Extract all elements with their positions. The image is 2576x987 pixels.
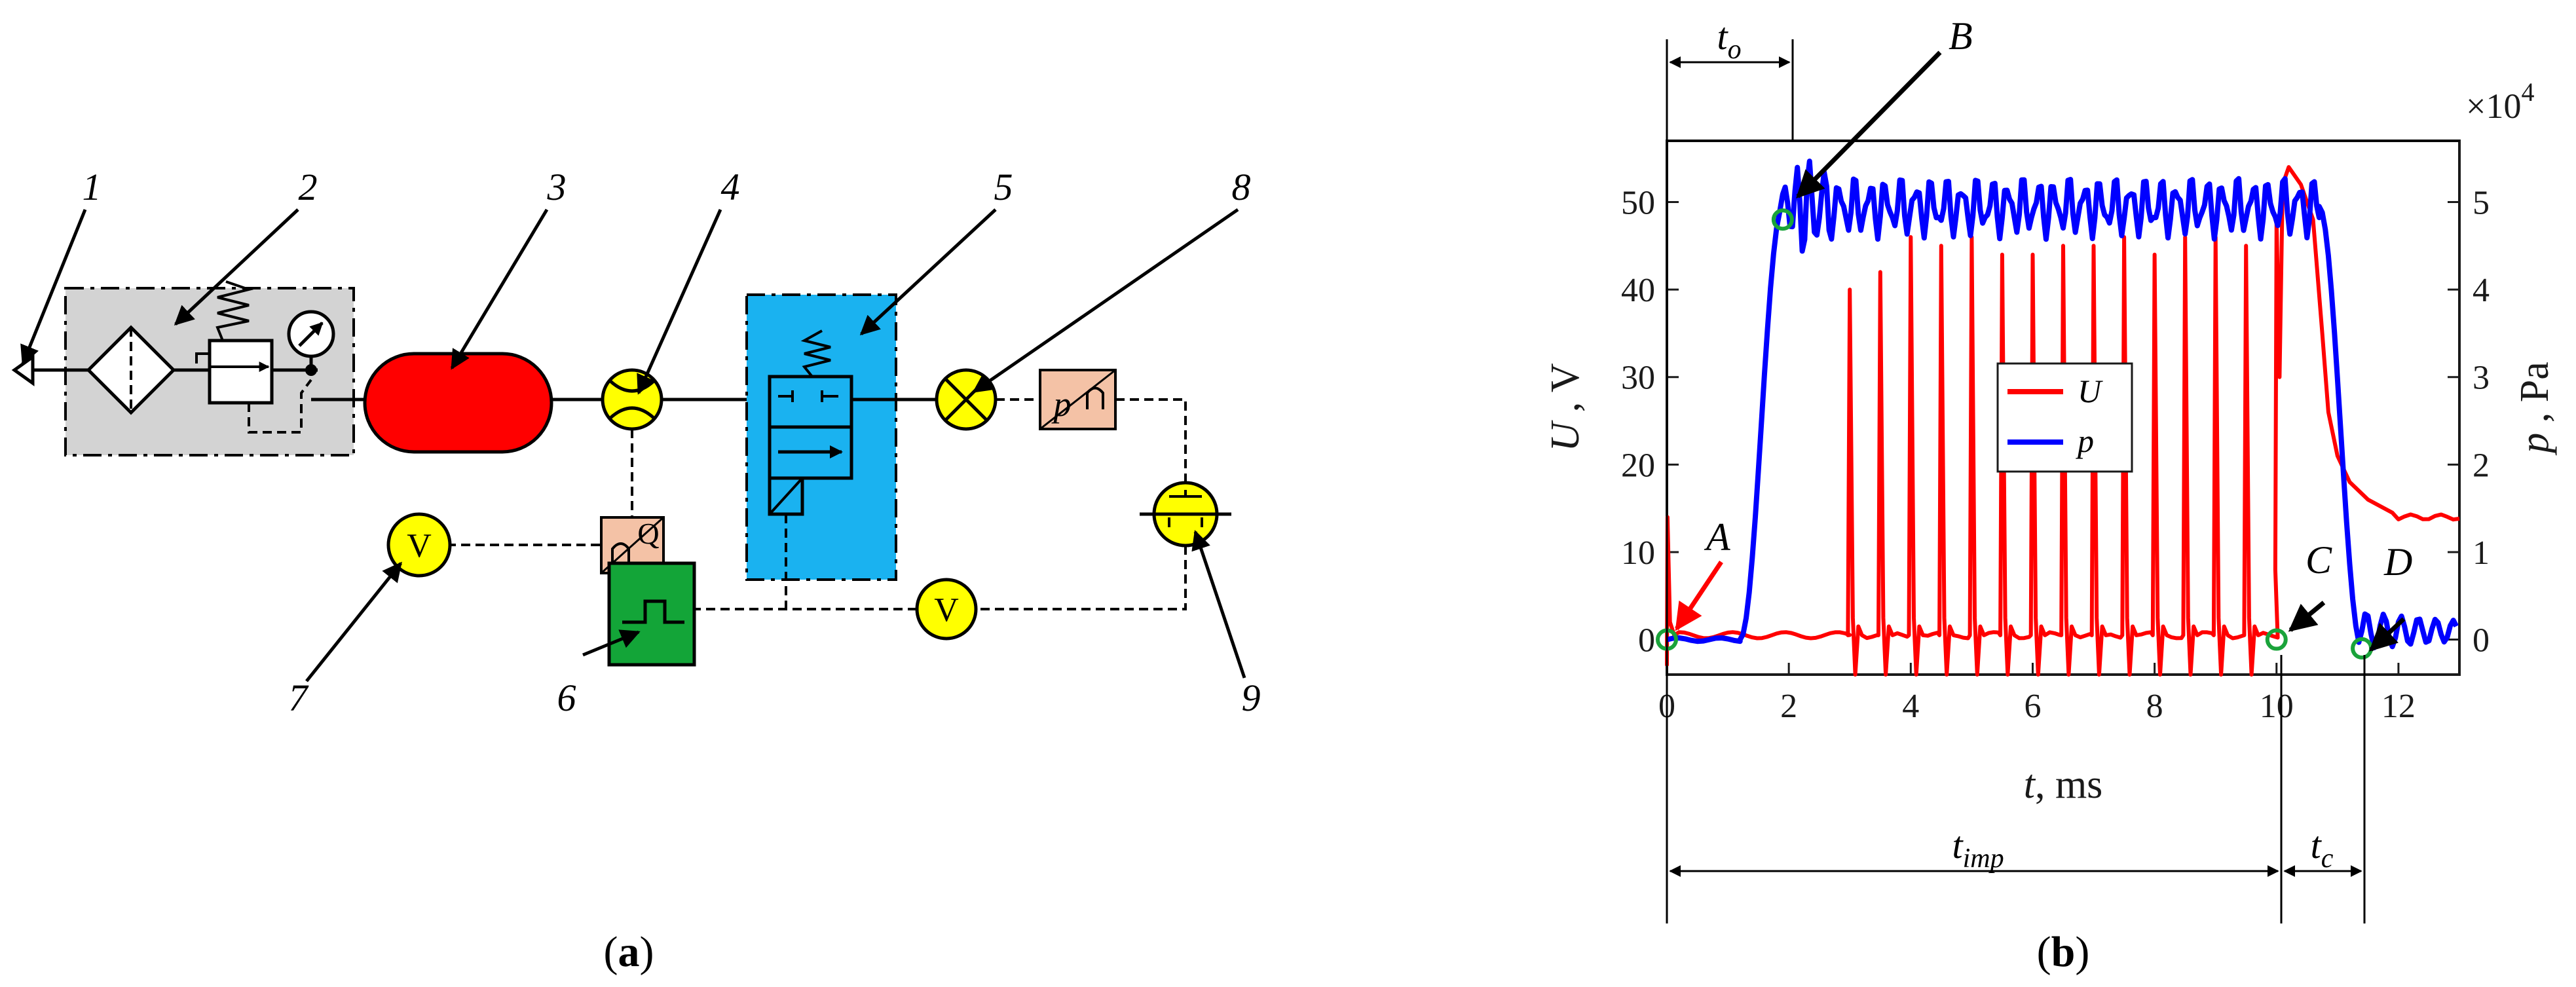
flow-symbol-label: Q <box>637 517 659 550</box>
caption-b: (b) <box>2037 928 2090 976</box>
pressure-gauge-icon <box>287 310 335 370</box>
interval-timp-label: timp <box>1952 824 2004 874</box>
y-axis-right-label: p , Pa <box>2512 362 2557 456</box>
left-tick-label: 0 <box>1638 622 1655 660</box>
voltmeter-2-symbol: V <box>934 591 959 629</box>
right-tick-label: 0 <box>2473 622 2490 660</box>
label-2: 2 <box>299 166 318 208</box>
x-tick-label: 2 <box>1780 688 1797 725</box>
point-C-label: C <box>2305 538 2332 582</box>
x-tick-label: 8 <box>2146 688 2163 725</box>
pressure-sensor-icon <box>935 368 998 431</box>
right-axis-ticks: 0 1 2 3 4 5 <box>2448 185 2490 660</box>
point-D-label: D <box>2383 540 2412 584</box>
pulse-generator-icon <box>607 561 696 667</box>
left-tick-label: 50 <box>1621 185 1655 222</box>
point-callouts <box>1675 50 2406 652</box>
x-tick-label: 12 <box>2381 688 2416 725</box>
series-layer <box>1665 158 2460 677</box>
label-4: 4 <box>721 166 740 208</box>
x-axis-label: t, ms <box>2024 762 2103 807</box>
interval-to-label: to <box>1717 15 1741 65</box>
valve-symbol <box>768 329 853 516</box>
legend: U p <box>1996 362 2133 473</box>
x-tick-label: 6 <box>2024 688 2041 725</box>
recorder-icon <box>1140 481 1231 548</box>
marker-C <box>2265 628 2288 651</box>
right-tick-label: 4 <box>2473 272 2490 309</box>
legend-p-label: p <box>2076 422 2094 459</box>
panel-a-schematic: Q V <box>11 166 1261 976</box>
legend-U-label: U <box>2078 373 2103 409</box>
pressure-transducer-box: p <box>1039 369 1117 430</box>
label-8: 8 <box>1232 166 1251 208</box>
interval-annotations <box>1666 39 2459 923</box>
label-9: 9 <box>1242 677 1261 719</box>
label-5: 5 <box>994 166 1013 208</box>
voltmeter-icon: V <box>386 512 452 578</box>
right-tick-label: 5 <box>2473 185 2490 222</box>
series-U-line <box>1665 165 2460 677</box>
filter-symbol <box>86 325 176 415</box>
regulator-symbol <box>195 280 318 434</box>
right-tick-label: 3 <box>2473 360 2490 397</box>
left-tick-label: 10 <box>1621 534 1655 572</box>
point-B-label: B <box>1949 14 1973 58</box>
pressure-symbol-label: p <box>1051 384 1072 424</box>
callout-arrows <box>20 208 1246 682</box>
left-tick-label: 20 <box>1621 447 1655 484</box>
voltmeter-symbol: V <box>407 527 432 565</box>
x-tick-label: 10 <box>2260 688 2294 725</box>
label-6: 6 <box>557 677 576 719</box>
marker-B <box>1771 208 1794 231</box>
interval-tc-label: tc <box>2311 824 2334 874</box>
left-tick-label: 40 <box>1621 272 1655 309</box>
right-tick-label: 2 <box>2473 447 2490 484</box>
label-1: 1 <box>83 166 102 208</box>
flow-meter-icon <box>601 368 663 431</box>
label-3: 3 <box>547 166 567 208</box>
solenoid-valve-box <box>745 293 897 581</box>
point-A-label: A <box>1704 515 1730 559</box>
component-numbers: 1 2 3 4 5 6 7 8 9 <box>83 166 1261 719</box>
label-7: 7 <box>289 677 309 719</box>
left-tick-label: 30 <box>1621 360 1655 397</box>
caption-a: (a) <box>604 928 654 976</box>
voltmeter-2-icon: V <box>915 578 978 641</box>
y-axis-left-label: U , V <box>1543 363 1588 451</box>
right-tick-label: 1 <box>2473 534 2490 572</box>
left-axis-ticks: 0 10 20 30 40 50 <box>1621 185 1679 660</box>
air-receiver-tank <box>363 352 553 454</box>
series-p-line <box>1666 158 2459 650</box>
x-tick-label: 4 <box>1902 688 1919 725</box>
right-axis-multiplier: ×104 <box>2466 77 2534 126</box>
